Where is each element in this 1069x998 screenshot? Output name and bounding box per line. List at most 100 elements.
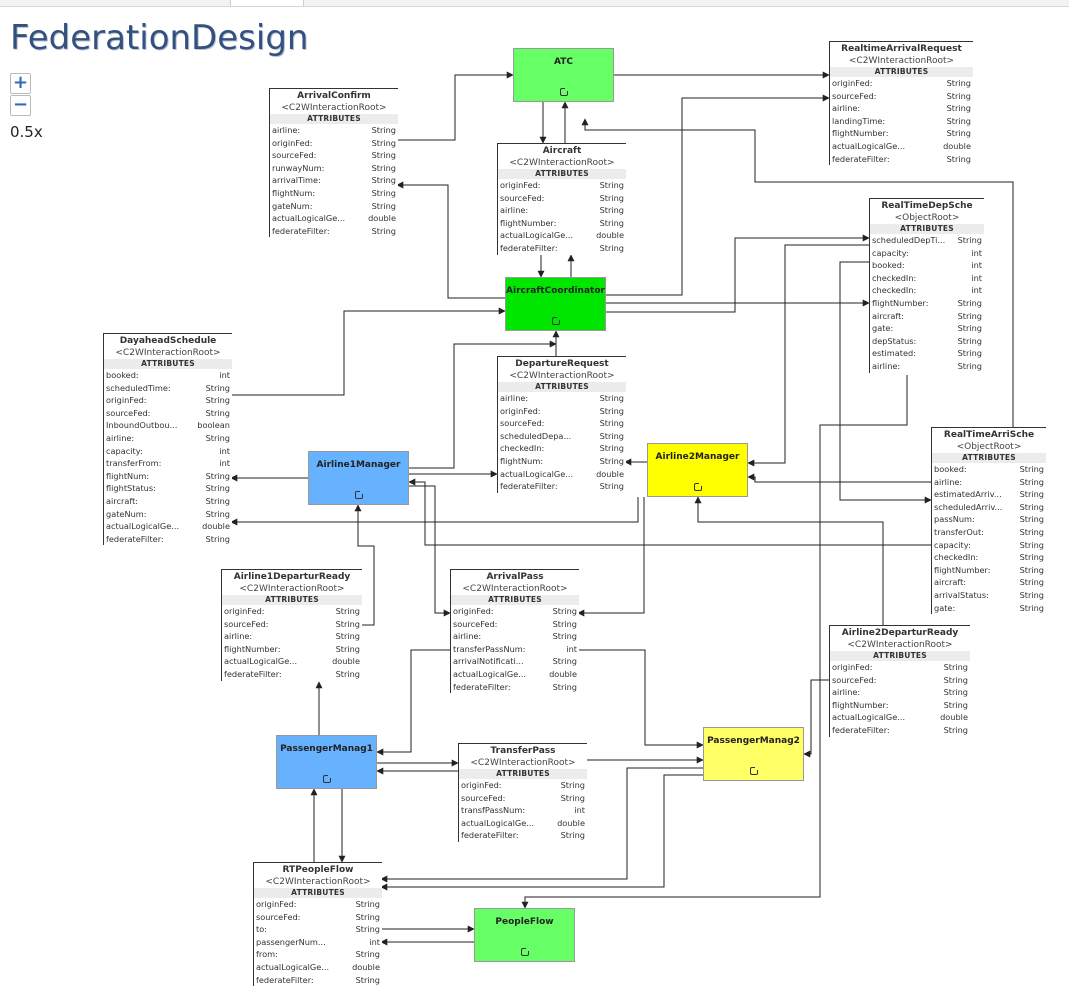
connection-line[interactable] [380, 774, 703, 891]
attribute-row[interactable]: sourceFed:String [451, 618, 579, 631]
connection-line[interactable] [409, 340, 557, 469]
external-link-icon[interactable] [354, 490, 364, 499]
attribute-row[interactable]: airline:String [104, 432, 232, 445]
attribute-row[interactable]: estimatedArriv...String [932, 488, 1046, 501]
connection-line[interactable] [839, 261, 932, 504]
attribute-row[interactable]: passengerNum...int [254, 936, 382, 949]
attribute-row[interactable]: flightNumber:String [222, 643, 362, 656]
attribute-row[interactable]: depStatus:String [870, 335, 984, 348]
connection-line[interactable] [396, 181, 505, 299]
attribute-row[interactable]: from:String [254, 948, 382, 961]
attribute-row[interactable]: passNum:String [932, 513, 1046, 526]
attribute-row[interactable]: InboundOutbou...boolean [104, 419, 232, 432]
attribute-row[interactable]: landingTime:String [830, 115, 973, 128]
attribute-row[interactable]: flightNumber:String [932, 564, 1046, 577]
attribute-row[interactable]: flightNumber:String [870, 297, 984, 310]
connection-line[interactable] [747, 473, 931, 483]
attribute-row[interactable]: federateFilter:String [498, 242, 626, 255]
attribute-row[interactable]: capacity:int [104, 445, 232, 458]
class-airline2departurready[interactable]: Airline2DeparturReady<C2WInteractionRoot… [829, 625, 970, 737]
attribute-row[interactable]: sourceFed:String [498, 417, 626, 430]
attribute-row[interactable]: originFed:String [270, 137, 398, 150]
attribute-row[interactable]: airline:String [830, 102, 973, 115]
attribute-row[interactable]: checkedIn:String [932, 551, 1046, 564]
attribute-row[interactable]: scheduledDepa...String [498, 430, 626, 443]
attribute-row[interactable]: flightNum:String [104, 470, 232, 483]
federate-peopleflow[interactable]: PeopleFlow [474, 908, 575, 962]
attribute-row[interactable]: originFed:String [830, 661, 970, 674]
attribute-row[interactable]: checkedIn:int [870, 284, 984, 297]
attribute-row[interactable]: checkedIn:String [498, 442, 626, 455]
connection-line[interactable] [521, 375, 908, 909]
attribute-row[interactable]: flightNumber:String [830, 127, 973, 140]
attribute-row[interactable]: scheduledDepTi...String [870, 234, 984, 247]
attribute-row[interactable]: sourceFed:String [498, 192, 626, 205]
connection-line[interactable] [747, 244, 869, 467]
attribute-row[interactable]: to:String [254, 923, 382, 936]
attribute-row[interactable]: transfPassNum:int [459, 804, 587, 817]
attribute-row[interactable]: gateNum:String [104, 508, 232, 521]
attribute-row[interactable]: airline:String [222, 630, 362, 643]
attribute-row[interactable]: originFed:String [459, 779, 587, 792]
attribute-row[interactable]: sourceFed:String [104, 407, 232, 420]
attribute-row[interactable]: runwayNum:String [270, 162, 398, 175]
attribute-row[interactable]: originFed:String [451, 605, 579, 618]
attribute-row[interactable]: flightNumber:String [498, 217, 626, 230]
attribute-row[interactable]: booked:String [932, 463, 1046, 476]
attribute-row[interactable]: aircraft:String [870, 310, 984, 323]
attribute-row[interactable]: sourceFed:String [254, 911, 382, 924]
class-airline1departurready[interactable]: Airline1DeparturReady<C2WInteractionRoot… [221, 569, 362, 681]
class-transferpass[interactable]: TransferPass<C2WInteractionRoot>ATTRIBUT… [458, 743, 587, 842]
attribute-row[interactable]: gateNum:String [270, 200, 398, 213]
class-departurerequest[interactable]: DepartureRequest<C2WInteractionRoot>ATTR… [497, 356, 626, 493]
federate-aircraftcoordinator[interactable]: AircraftCoordinator [505, 277, 606, 331]
attribute-row[interactable]: scheduledTime:String [104, 382, 232, 395]
connection-line[interactable] [409, 485, 451, 617]
attribute-row[interactable]: flightStatus:String [104, 482, 232, 495]
attribute-row[interactable]: originFed:String [254, 898, 382, 911]
attribute-row[interactable]: gate:String [932, 602, 1046, 615]
connection-line[interactable] [408, 478, 931, 546]
class-dayaheadschedule[interactable]: DayaheadSchedule<C2WInteractionRoot>ATTR… [103, 333, 232, 546]
attribute-row[interactable]: estimated:String [870, 347, 984, 360]
federate-airline1manager[interactable]: Airline1Manager [308, 451, 409, 505]
connection-line[interactable] [578, 649, 704, 749]
attribute-row[interactable]: actualLogicalGe...double [830, 140, 973, 153]
connection-line[interactable] [231, 307, 506, 396]
attribute-row[interactable]: actualLogicalGe...double [254, 961, 382, 974]
attribute-row[interactable]: originFed:String [498, 405, 626, 418]
external-link-icon[interactable] [749, 766, 759, 775]
attribute-row[interactable]: originFed:String [104, 394, 232, 407]
attribute-row[interactable]: actualLogicalGe...double [270, 212, 398, 225]
connection-line[interactable] [694, 496, 884, 625]
attribute-row[interactable]: sourceFed:String [222, 618, 362, 631]
attribute-row[interactable]: sourceFed:String [459, 792, 587, 805]
federate-passengermanag1[interactable]: PassengerManag1 [276, 735, 377, 789]
attribute-row[interactable]: actualLogicalGe...double [222, 655, 362, 668]
attribute-row[interactable]: federateFilter:String [498, 480, 626, 493]
attribute-row[interactable]: arrivalTime:String [270, 174, 398, 187]
attribute-row[interactable]: flightNum:String [498, 455, 626, 468]
connection-line[interactable] [581, 118, 1014, 427]
attribute-row[interactable]: originFed:String [498, 179, 626, 192]
attribute-row[interactable]: actualLogicalGe...double [459, 817, 587, 830]
attribute-row[interactable]: flightNum:String [270, 187, 398, 200]
attribute-row[interactable]: transferOut:String [932, 526, 1046, 539]
connection-line[interactable] [354, 504, 375, 626]
attribute-row[interactable]: scheduledArriv...String [932, 501, 1046, 514]
external-link-icon[interactable] [693, 482, 703, 491]
attribute-row[interactable]: actualLogicalGe...double [451, 668, 579, 681]
attribute-row[interactable]: arrivalStatus:String [932, 589, 1046, 602]
external-link-icon[interactable] [520, 947, 530, 956]
attribute-row[interactable]: airline:String [498, 204, 626, 217]
connection-line[interactable] [606, 94, 830, 296]
connection-line[interactable] [606, 234, 870, 313]
attribute-row[interactable]: federateFilter:String [830, 724, 970, 737]
attribute-row[interactable]: booked:int [870, 259, 984, 272]
attribute-row[interactable]: sourceFed:String [830, 674, 970, 687]
attribute-row[interactable]: actualLogicalGe...double [104, 520, 232, 533]
zoom-in-button[interactable]: + [10, 73, 31, 94]
